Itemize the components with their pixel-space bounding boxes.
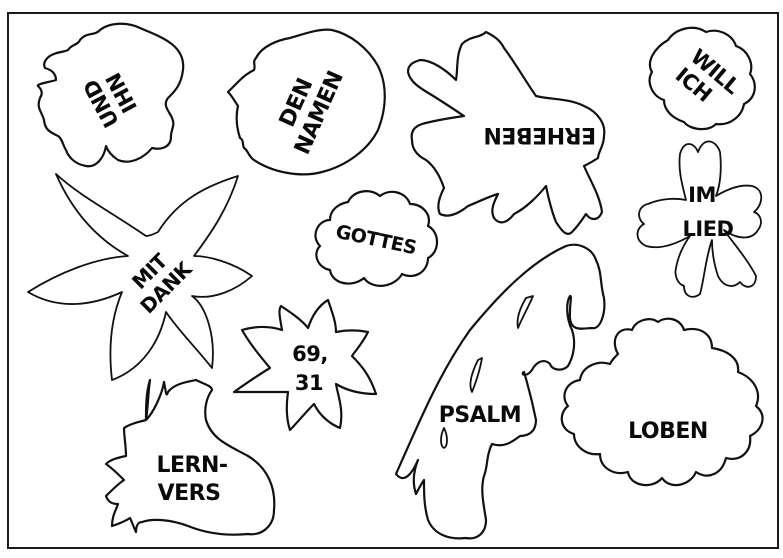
piece-den-namen[interactable]: DEN NAMEN (226, 28, 386, 176)
psalm-leaf-slit-upper (516, 295, 534, 329)
piece-im-lied-line-2: LIED (683, 217, 734, 241)
piece-loben-outline (560, 317, 764, 487)
piece-den-namen-outline (226, 28, 386, 176)
piece-erheben-line-1: ERHEBEN (484, 122, 596, 147)
piece-psalm-line-1: PSALM (439, 403, 521, 428)
piece-mit-dank[interactable]: MIT DANK (27, 173, 253, 381)
piece-im-lied-line-1: IM (688, 183, 716, 207)
piece-gottes[interactable]: GOTTES (314, 190, 439, 287)
piece-verse-ref-line-2: 31 (295, 371, 323, 395)
piece-und-ihn[interactable]: UND IHN (36, 22, 185, 168)
piece-lern-vers[interactable]: LERN- VERS (104, 378, 276, 536)
piece-im-lied[interactable]: IM LIED (636, 140, 763, 298)
piece-verse-ref-line-1: 69, (292, 342, 328, 366)
psalm-leaf-drop (440, 427, 448, 449)
piece-loben-line-1: LOBEN (628, 419, 708, 444)
piece-loben[interactable]: LOBEN (560, 317, 764, 487)
piece-verse-ref[interactable]: 69, 31 (232, 298, 378, 432)
piece-erheben-outline (406, 30, 606, 235)
psalm-leaf-slit-lower (469, 357, 483, 393)
piece-lern-vers-line-1: LERN- (156, 453, 227, 478)
piece-erheben[interactable]: ERHEBEN (406, 30, 606, 235)
piece-psalm[interactable]: PSALM (394, 243, 606, 540)
piece-lern-vers-outline (104, 378, 276, 536)
piece-lern-vers-line-2: VERS (158, 481, 221, 506)
piece-will-ich[interactable]: WILL ICH (648, 26, 756, 131)
piece-psalm-outline (394, 243, 606, 540)
piece-und-ihn-outline (36, 22, 185, 168)
piece-im-lied-outline (636, 140, 763, 298)
sheet-border (7, 12, 779, 549)
piece-will-ich-outline (648, 26, 756, 131)
piece-gottes-outline (314, 190, 439, 287)
piece-mit-dank-outline (27, 173, 253, 381)
piece-verse-ref-outline (232, 298, 378, 432)
